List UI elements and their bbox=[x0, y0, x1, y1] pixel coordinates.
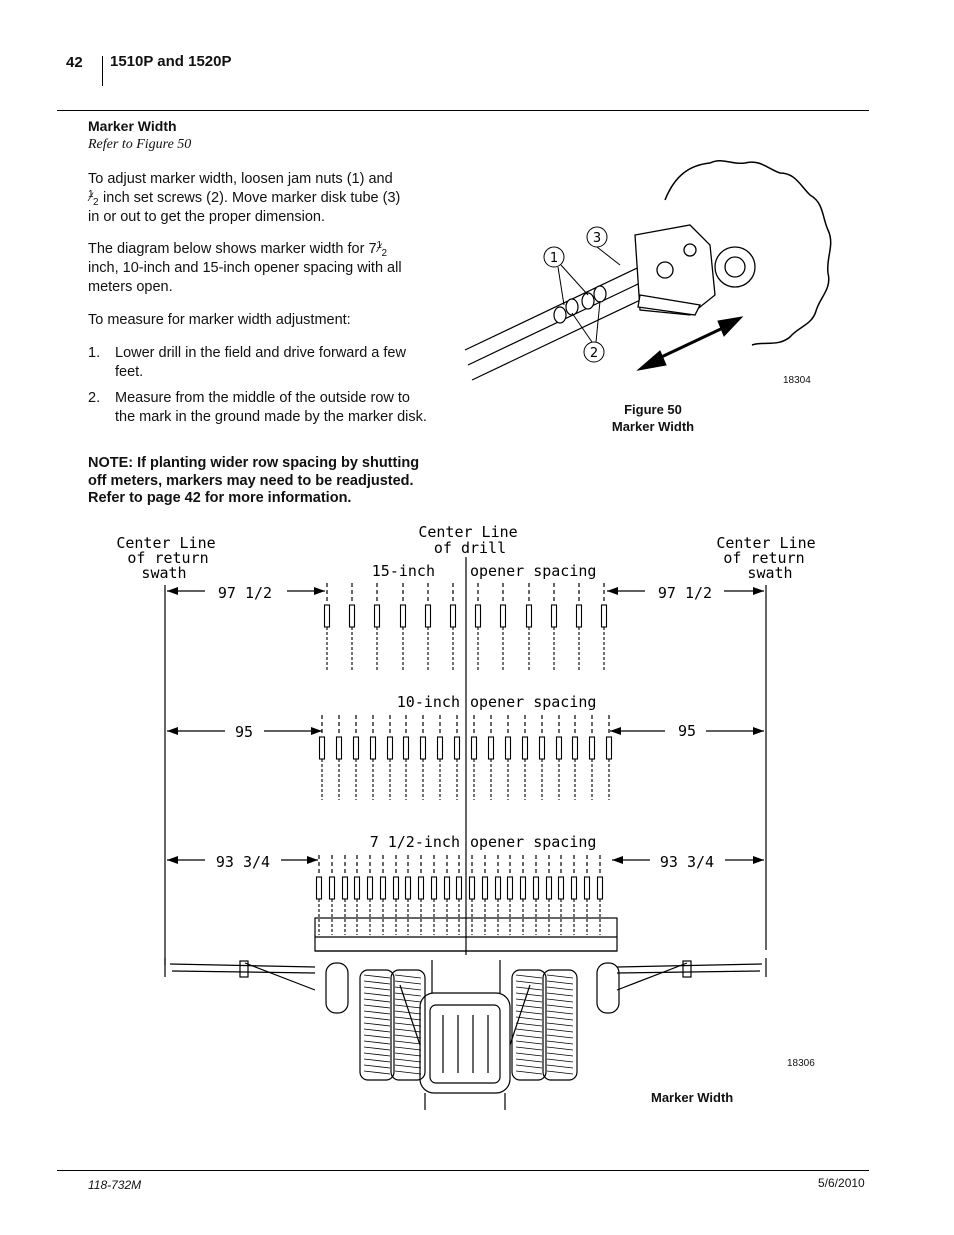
list-item: 1. Lower drill in the field and drive fo… bbox=[88, 345, 406, 380]
dim-left-7-5: 93 3/4 bbox=[216, 853, 270, 871]
opener bbox=[455, 855, 463, 935]
opener bbox=[571, 715, 579, 800]
opener bbox=[315, 855, 323, 935]
center-line-drill-label: Center Line bbox=[418, 523, 517, 541]
right-swath-label: Center Line bbox=[716, 534, 815, 552]
right-swath-label-3: swath bbox=[747, 564, 792, 582]
diagram-id: 18306 bbox=[787, 1058, 815, 1069]
footer-date: 5/6/2010 bbox=[818, 1176, 865, 1190]
right-swath-label-2: of return bbox=[723, 549, 804, 567]
opener bbox=[557, 855, 565, 935]
spacing-label-7-5: 7 1/2-inch bbox=[370, 833, 460, 851]
opener bbox=[506, 855, 514, 935]
opener bbox=[525, 583, 533, 670]
opener bbox=[328, 855, 336, 935]
opener bbox=[318, 715, 326, 800]
callout-3: 3 bbox=[593, 231, 601, 246]
dim-right-15: 97 1/2 bbox=[658, 584, 712, 602]
opener bbox=[404, 855, 412, 935]
dim-left-15: 97 1/2 bbox=[218, 584, 272, 602]
opener bbox=[449, 583, 457, 670]
spacing-word-10: opener spacing bbox=[470, 693, 596, 711]
figure-50-illustration: 1 3 2 bbox=[464, 160, 832, 381]
opener bbox=[430, 855, 438, 935]
section-title: Marker Width bbox=[88, 118, 177, 134]
opener bbox=[402, 715, 410, 800]
opener bbox=[419, 715, 427, 800]
opener bbox=[386, 715, 394, 800]
opener bbox=[453, 715, 461, 800]
header-rule bbox=[57, 110, 869, 111]
opener bbox=[323, 583, 331, 670]
figure-id: 18304 bbox=[783, 375, 811, 386]
opener bbox=[538, 715, 546, 800]
opener bbox=[605, 715, 613, 800]
opener bbox=[399, 583, 407, 670]
opener bbox=[481, 855, 489, 935]
opener bbox=[487, 715, 495, 800]
dim-left-10: 95 bbox=[235, 723, 253, 741]
opener bbox=[424, 583, 432, 670]
opener bbox=[443, 855, 451, 935]
opener bbox=[494, 855, 502, 935]
opener bbox=[470, 715, 478, 800]
callout-1: 1 bbox=[550, 251, 558, 266]
opener bbox=[366, 855, 374, 935]
opener bbox=[600, 583, 608, 670]
opener bbox=[499, 583, 507, 670]
opener bbox=[392, 855, 400, 935]
left-swath-label-3: swath bbox=[141, 564, 186, 582]
opener bbox=[436, 715, 444, 800]
paragraph-adjust: To adjust marker width, loosen jam nuts … bbox=[88, 171, 401, 225]
opener bbox=[532, 855, 540, 935]
opener bbox=[341, 855, 349, 935]
opener bbox=[352, 715, 360, 800]
opener bbox=[521, 715, 529, 800]
document-number: 118-732M bbox=[88, 1178, 142, 1192]
left-swath-label-2: of return bbox=[127, 549, 208, 567]
opener bbox=[373, 583, 381, 670]
paragraph-diagram: The diagram below shows marker width for… bbox=[88, 240, 402, 295]
opener bbox=[550, 583, 558, 670]
opener bbox=[417, 855, 425, 935]
opener bbox=[519, 855, 527, 935]
opener bbox=[555, 715, 563, 800]
page-number: 42 bbox=[66, 54, 83, 71]
callout-2: 2 bbox=[590, 346, 598, 361]
diagram-caption: Marker Width bbox=[651, 1090, 734, 1105]
opener bbox=[353, 855, 361, 935]
note-text: NOTE: If planting wider row spacing by s… bbox=[88, 455, 420, 506]
opener bbox=[468, 855, 476, 935]
opener bbox=[545, 855, 553, 935]
spacing-word-7-5: opener spacing bbox=[470, 833, 596, 851]
marker-width-diagram: Center Line of drill Center Line of retu… bbox=[116, 523, 816, 1110]
spacing-word-15: opener spacing bbox=[470, 562, 596, 580]
list-item: 2. Measure from the middle of the outsid… bbox=[88, 390, 427, 425]
opener bbox=[583, 855, 591, 935]
opener bbox=[575, 583, 583, 670]
opener bbox=[474, 583, 482, 670]
opener bbox=[379, 855, 387, 935]
fraction: 1⁄2 bbox=[88, 189, 99, 208]
dim-right-7-5: 93 3/4 bbox=[660, 853, 714, 871]
opener bbox=[335, 715, 343, 800]
fraction: 1⁄2 bbox=[376, 240, 388, 259]
dim-right-10: 95 bbox=[678, 722, 696, 740]
footer-rule bbox=[57, 1170, 869, 1171]
header-divider bbox=[102, 56, 103, 86]
center-line-drill-label-2: of drill bbox=[434, 539, 506, 557]
left-swath-label: Center Line bbox=[116, 534, 215, 552]
figure-reference: Refer to Figure 50 bbox=[88, 137, 192, 152]
opener bbox=[588, 715, 596, 800]
page-header-title: 1510P and 1520P bbox=[110, 53, 232, 70]
opener bbox=[348, 583, 356, 670]
spacing-label-10: 10-inch bbox=[397, 693, 460, 711]
opener bbox=[596, 855, 604, 935]
spacing-label-15: 15-inch bbox=[372, 562, 435, 580]
paragraph-measure: To measure for marker width adjustment: bbox=[88, 312, 351, 328]
opener bbox=[369, 715, 377, 800]
figure-caption: Figure 50 Marker Width bbox=[611, 402, 695, 434]
opener bbox=[504, 715, 512, 800]
opener bbox=[570, 855, 578, 935]
